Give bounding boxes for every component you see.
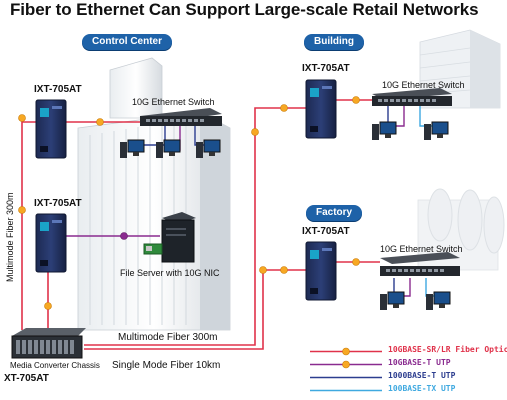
workstations-building — [372, 121, 449, 140]
converter-label-cc-mid: IXT-705AT — [34, 198, 82, 209]
legend-item: 10GBASE-SR/LR Fiber Optic — [310, 345, 507, 358]
converter-cc-mid — [35, 213, 67, 273]
page-title: Fiber to Ethernet Can Support Large-scal… — [10, 0, 479, 19]
singlemode-fiber-label: Single Mode Fiber 10km — [112, 360, 221, 371]
legend-swatch-10g-utp — [310, 360, 382, 369]
legend-item: 1000BASE-T UTP — [310, 371, 502, 384]
legend-swatch-1000-utp — [310, 376, 382, 379]
legend-item: 10GBASE-T UTP — [310, 358, 502, 371]
control-center-building — [77, 57, 231, 331]
chassis-model-label: XT-705AT — [4, 373, 49, 384]
link-markers — [18, 96, 360, 310]
converter-factory — [305, 241, 337, 301]
switch-label-factory: 10G Ethernet Switch — [380, 244, 463, 254]
converter-cc-top — [35, 99, 67, 159]
converter-label-cc-top: IXT-705AT — [34, 84, 82, 95]
converter-building — [305, 79, 337, 139]
legend-swatch-100-utp — [310, 389, 382, 392]
utp-markers — [120, 232, 128, 240]
switch-building — [372, 88, 452, 106]
legend-label-100-utp: 100BASE-TX UTP — [388, 384, 456, 393]
legend: 10GBASE-SR/LR Fiber Optic 10GBASE-T UTP … — [310, 345, 507, 397]
legend-swatch-fiber — [310, 347, 382, 356]
file-server-label: File Server with 10G NIC — [120, 268, 220, 278]
converter-label-factory: IXT-705AT — [302, 226, 350, 237]
workstations-control-center — [120, 139, 221, 158]
legend-item: 100BASE-TX UTP — [310, 384, 502, 397]
site-label-factory: Factory — [306, 205, 363, 221]
legend-label-1000-utp: 1000BASE-T UTP — [388, 371, 456, 380]
switch-control-center — [140, 108, 222, 126]
vertical-fiber-label: Multimode Fiber 300m — [5, 192, 15, 282]
chassis-caption: Media Converter Chassis — [10, 361, 100, 370]
workstations-factory — [380, 291, 451, 310]
switch-factory — [380, 252, 460, 276]
site-label-control-center: Control Center — [82, 34, 172, 50]
legend-label-10g-utp: 10GBASE-T UTP — [388, 358, 451, 367]
converter-label-building: IXT-705AT — [302, 63, 350, 74]
switch-label-building: 10G Ethernet Switch — [382, 80, 465, 90]
media-converter-chassis — [11, 328, 86, 359]
file-server — [143, 212, 196, 263]
switch-label-control-center: 10G Ethernet Switch — [132, 97, 215, 107]
site-label-building: Building — [304, 34, 364, 50]
multimode-fiber-label: Multimode Fiber 300m — [118, 332, 218, 343]
legend-label-fiber: 10GBASE-SR/LR Fiber Optic — [388, 345, 507, 354]
